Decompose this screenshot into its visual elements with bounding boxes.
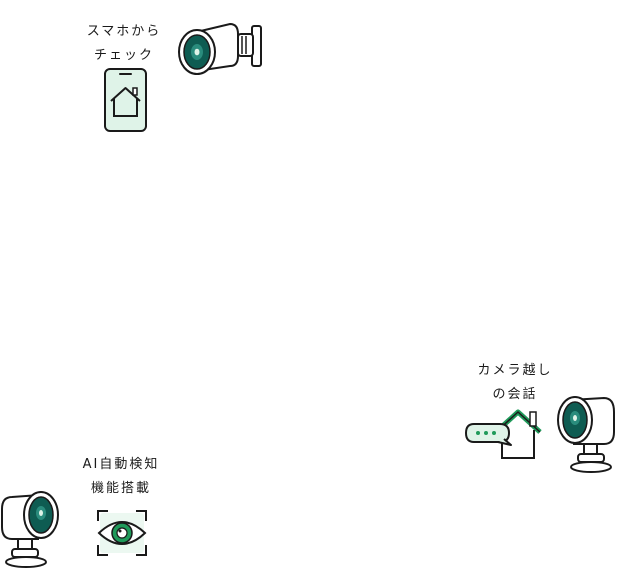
feature-label-line-2: の会話 xyxy=(492,387,538,402)
feature-smartphone-check: スマホから チェック xyxy=(0,0,280,140)
feature-label: カメラ越し の会話 xyxy=(460,359,570,407)
feature-label-line-2: チェック xyxy=(93,48,154,63)
feature-label: AI自動検知 機能搭載 xyxy=(66,453,176,501)
feature-label-line-2: 機能搭載 xyxy=(90,481,151,496)
eye-detection-icon xyxy=(97,510,147,556)
security-camera-icon xyxy=(1,491,59,568)
security-camera-icon xyxy=(178,22,262,75)
feature-label: スマホから チェック xyxy=(74,20,174,68)
feature-camera-talk: カメラ越し の会話 xyxy=(450,350,635,480)
feature-label-line-1: スマホから xyxy=(86,24,162,39)
security-camera-icon xyxy=(557,396,615,473)
house-icon xyxy=(494,409,542,459)
feature-label-line-1: AI自動検知 xyxy=(82,457,160,472)
feature-label-line-1: カメラ越し xyxy=(477,363,553,378)
feature-ai-detection: AI自動検知 機能搭載 xyxy=(0,445,200,577)
speech-bubble-icon xyxy=(464,423,512,446)
smartphone-home-icon xyxy=(104,68,147,132)
